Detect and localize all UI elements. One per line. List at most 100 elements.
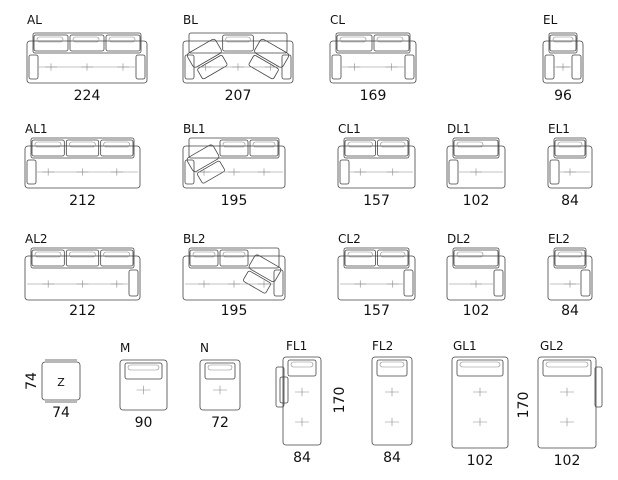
pillow xyxy=(222,141,246,148)
left-arm xyxy=(275,366,285,408)
backrest xyxy=(343,247,410,269)
module-width: 102 xyxy=(467,453,494,469)
right-arm-cushion xyxy=(580,269,591,297)
back-cushion xyxy=(31,139,65,157)
module-width: 157 xyxy=(363,193,390,209)
module-dl2: DL2 102 xyxy=(446,232,506,319)
backrest xyxy=(553,247,587,269)
module-width: 224 xyxy=(74,88,101,104)
seat-stitch xyxy=(295,387,309,397)
backrest xyxy=(553,137,587,159)
back-cushion xyxy=(33,34,69,52)
back-cushion xyxy=(65,249,100,267)
pillow xyxy=(222,251,246,258)
right-arm-cushion xyxy=(404,54,415,80)
pouf-edge xyxy=(45,359,77,403)
module-code: EL2 xyxy=(548,232,570,246)
pillow xyxy=(459,361,501,368)
module-width: 96 xyxy=(554,88,572,104)
sofa-outline xyxy=(337,145,416,189)
pillow xyxy=(379,361,405,368)
module-width: 84 xyxy=(383,450,401,466)
back-cushion xyxy=(100,249,134,267)
back-cushion xyxy=(287,359,317,377)
right-arm-cushion xyxy=(273,269,284,297)
module-width: 207 xyxy=(225,88,252,104)
sofa-outline xyxy=(182,40,294,84)
sofa-outline xyxy=(182,255,286,301)
seat-outline xyxy=(119,359,168,411)
backrest xyxy=(188,137,280,159)
back-cushion xyxy=(377,249,409,267)
backrest xyxy=(30,247,135,269)
back-cushion xyxy=(344,249,376,267)
module-width: 90 xyxy=(135,415,153,431)
seat-stitch xyxy=(136,385,151,395)
sofa-outline xyxy=(542,40,584,84)
module-code: DL2 xyxy=(447,232,471,246)
footrest xyxy=(248,55,279,80)
sofa-outline xyxy=(26,40,148,84)
back-cushion xyxy=(377,139,409,157)
left-arm-cushion xyxy=(28,54,39,80)
module-width: 102 xyxy=(463,303,490,319)
module-code: M xyxy=(120,341,130,355)
left-arm-cushion xyxy=(184,159,195,185)
sofa-outline xyxy=(24,255,141,301)
back-cushion xyxy=(554,249,586,267)
headrest-cushion xyxy=(254,38,290,68)
back-cushion xyxy=(249,139,279,157)
left-arm-cushion xyxy=(184,54,195,80)
seat-outline xyxy=(282,356,322,446)
pillow xyxy=(69,251,96,258)
back-cushion xyxy=(222,34,254,52)
pillow xyxy=(380,251,406,258)
left-arm-cushion xyxy=(544,54,555,80)
module-width: 84 xyxy=(561,193,579,209)
module-code: BL xyxy=(183,13,198,27)
pillow xyxy=(456,141,484,148)
pillow xyxy=(552,36,574,43)
module-code: FL2 xyxy=(372,339,393,353)
back-cushion xyxy=(189,249,219,267)
back-cushion xyxy=(542,359,592,377)
pillow xyxy=(127,364,160,371)
seat-stitch xyxy=(473,387,487,397)
pillow xyxy=(557,251,583,258)
module-depth: 170 xyxy=(516,392,532,419)
module-width: 212 xyxy=(69,303,96,319)
pillow xyxy=(456,251,484,258)
module-width: 195 xyxy=(221,193,248,209)
sofa-outline xyxy=(329,40,417,84)
left-arm-cushion xyxy=(339,159,350,185)
right-arm-cushion xyxy=(571,54,582,80)
back-cushion xyxy=(373,34,410,52)
pillow xyxy=(347,141,373,148)
seat-stitch xyxy=(213,385,227,395)
sofa-outline xyxy=(182,145,286,189)
pillow xyxy=(36,36,64,43)
headrest-cushion xyxy=(186,144,220,172)
sofa-outline xyxy=(446,255,506,301)
footrest xyxy=(243,270,271,294)
pillow xyxy=(207,364,233,371)
recliner-headrest xyxy=(248,38,290,80)
module-n: N72 xyxy=(199,341,241,431)
right-arm-cushion xyxy=(493,269,504,297)
module-code: EL xyxy=(543,13,558,27)
module-depth: 170 xyxy=(332,387,348,414)
backrest xyxy=(188,32,288,54)
right-arm xyxy=(594,366,603,408)
backrest xyxy=(335,32,411,54)
pillow xyxy=(252,141,276,148)
pillow xyxy=(34,251,62,258)
